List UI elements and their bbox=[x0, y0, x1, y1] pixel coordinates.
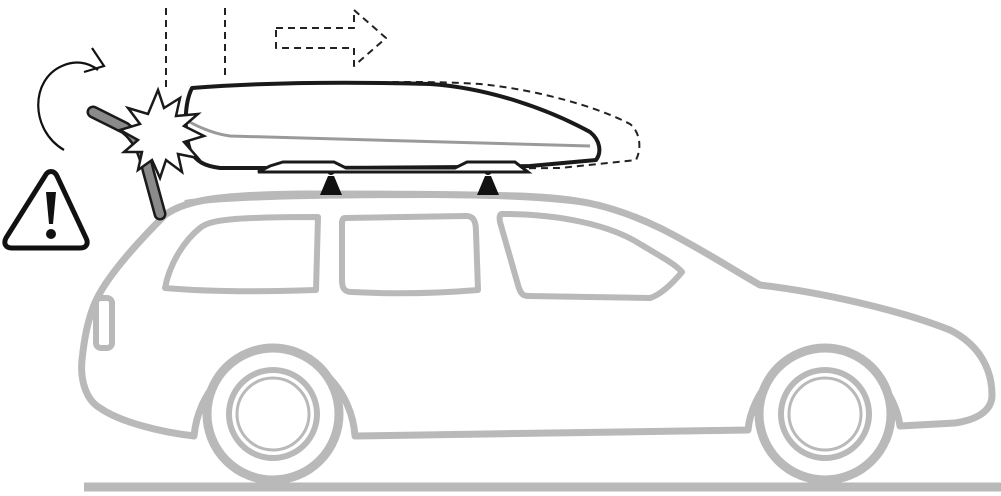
window-middle bbox=[342, 216, 478, 293]
car bbox=[82, 194, 992, 480]
warning-triangle-icon bbox=[5, 172, 87, 249]
roof-box bbox=[186, 83, 600, 172]
curved-arrow-icon bbox=[38, 48, 104, 150]
front-wheel bbox=[759, 348, 891, 480]
mount-foot-front bbox=[477, 176, 499, 195]
dashed-right-arrow-icon bbox=[276, 10, 386, 66]
roof-box-body bbox=[186, 83, 600, 168]
rear-wheel bbox=[207, 348, 339, 480]
mount-foot-rear bbox=[320, 176, 342, 195]
rear-light bbox=[96, 298, 112, 348]
